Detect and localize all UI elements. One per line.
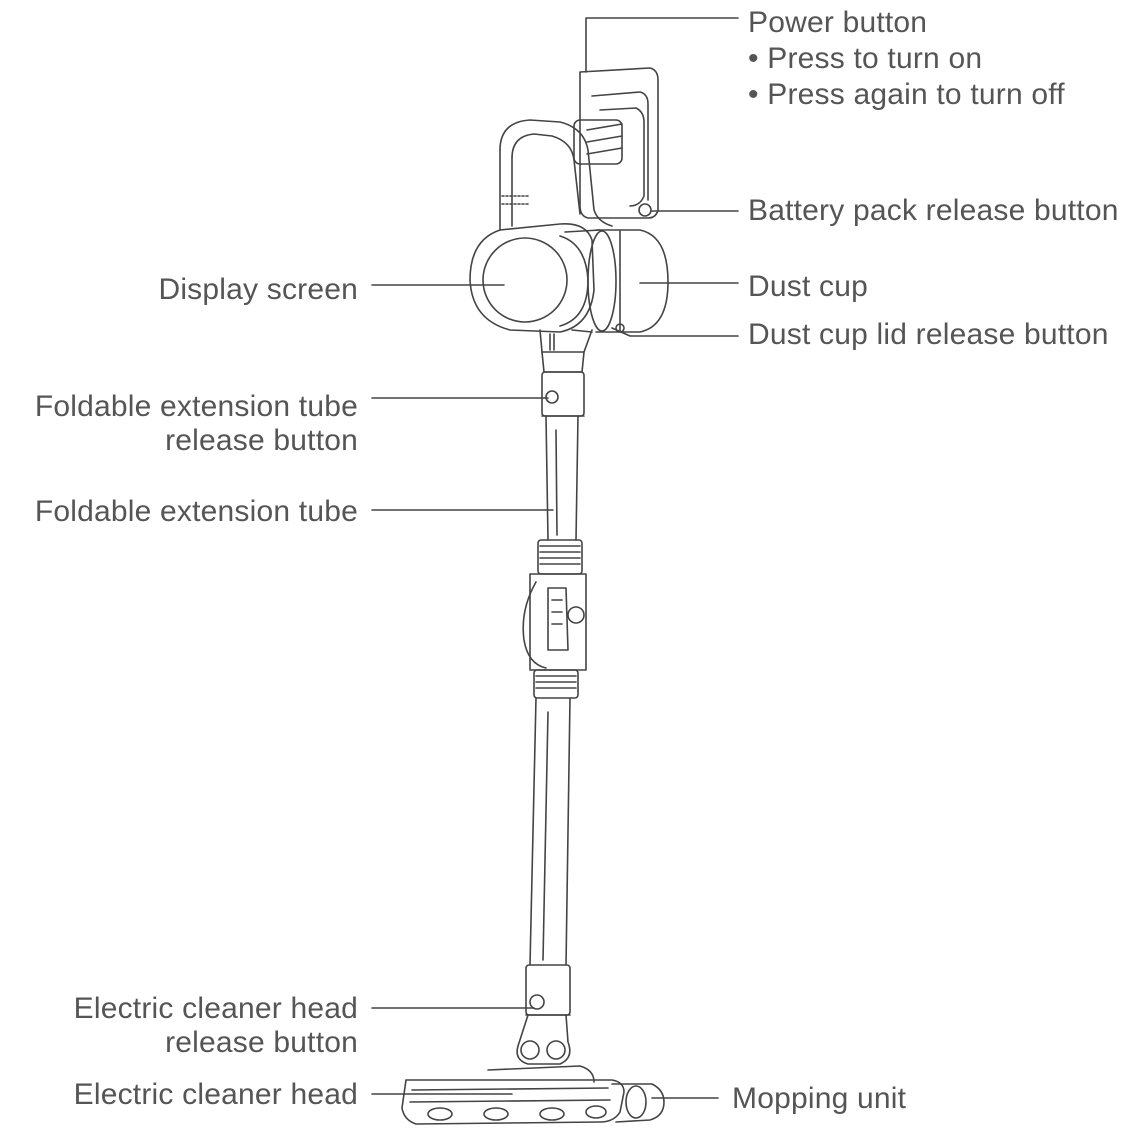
dust-cup-drawing [587, 229, 669, 333]
leader-dust-cup-lid [611, 327, 739, 337]
cleaner-head-drawing [401, 1065, 625, 1125]
power-button-title: Power button [748, 6, 928, 39]
label-display-screen: Display screen [158, 273, 358, 306]
label-mopping-unit: Mopping unit [732, 1082, 907, 1115]
foldable-tube-release-line-1: Foldable extension tube [34, 390, 358, 423]
head-release-line-1: Electric cleaner head [73, 992, 358, 1025]
label-dust-cup: Dust cup [748, 270, 868, 303]
label-power-button: Power button • Press to turn on • Press … [748, 6, 1065, 112]
lower-coupling-drawing [525, 964, 571, 1016]
upper-coupling-drawing [541, 371, 585, 417]
power-button-bullet-1: • Press to turn on [748, 42, 983, 75]
battery-pack-drawing [573, 67, 659, 219]
leader-lines [371, 17, 739, 1099]
mopping-unit-drawing [611, 1083, 665, 1123]
label-battery-pack-release-button: Battery pack release button [748, 194, 1119, 227]
label-electric-cleaner-head: Electric cleaner head [73, 1078, 358, 1111]
handle-drawing [499, 119, 613, 231]
main-body-drawing [469, 223, 601, 333]
foldable-tube-release-line-2: release button [165, 424, 358, 457]
lower-tube-drawing [529, 697, 571, 966]
head-release-line-2: release button [165, 1026, 358, 1059]
upper-tube-drawing [545, 415, 579, 541]
folding-joint-drawing [522, 539, 587, 699]
neck-drawing [539, 329, 593, 373]
label-dust-cup-lid-release-button: Dust cup lid release button [748, 318, 1109, 351]
label-foldable-extension-tube: Foldable extension tube [34, 495, 358, 528]
cleaner-head-neck-drawing [516, 1014, 571, 1065]
leader-power-button [585, 17, 739, 73]
label-electric-cleaner-head-release-button: Electric cleaner head release button [74, 992, 358, 1060]
label-foldable-extension-tube-release-button: Foldable extension tube release button [35, 390, 358, 458]
power-button-bullet-2: • Press again to turn off [748, 78, 1065, 111]
